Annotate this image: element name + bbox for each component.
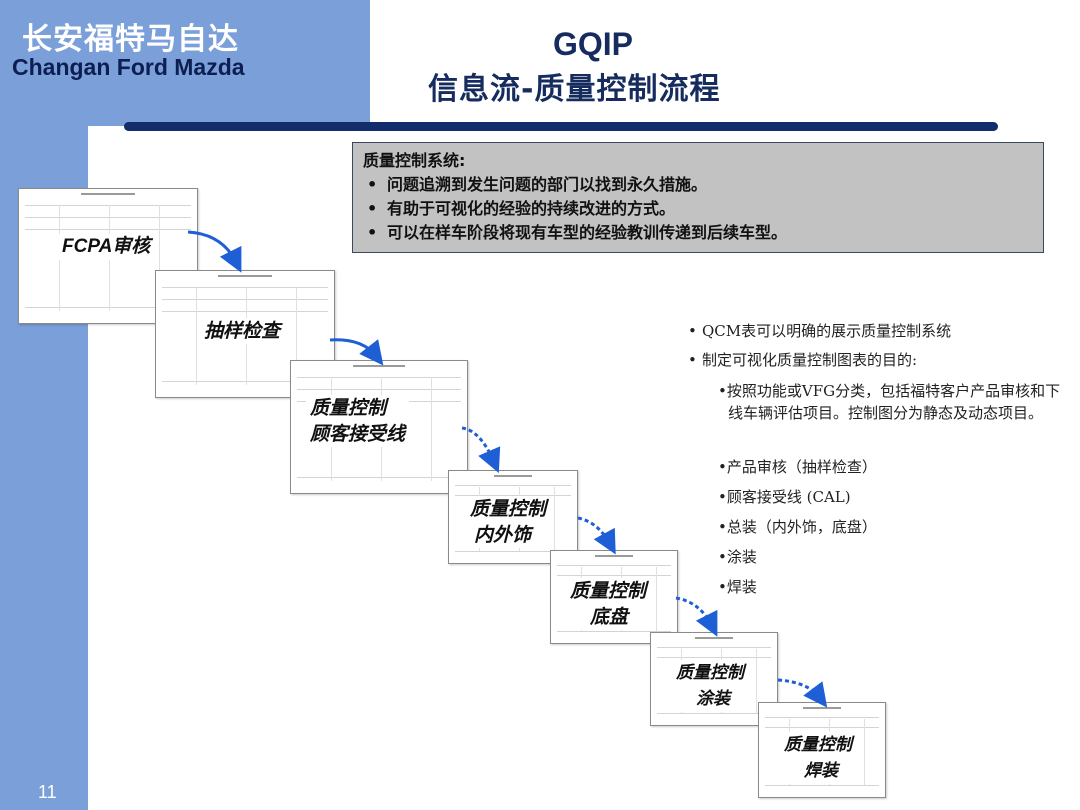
info-box-heading: 质量控制系统: [363,151,466,170]
left-sidebar-band [0,0,88,810]
bullet-item: •制定可视化质量控制图表的目的: [688,351,918,369]
step-label-trim: 质量控制 内外饰 [466,496,551,548]
arrow-sampling-to-cal [329,338,384,366]
arrow-paint-to-body [777,678,828,708]
arrow-chassis-to-paint [675,596,718,637]
slide-title-english: GQIP [553,26,634,62]
slide-title-chinese: 信息流-质量控制流程 [428,72,721,107]
step-label-chassis: 质量控制 底盘 [566,578,651,630]
sub-bullet-item: •总装（内外饰，底盘） [718,518,877,536]
sub-bullet-item: •按照功能或VFG分类，包括福特客户产品审核和下线车辆评估项目。控制图分为静态及… [718,382,1061,422]
bullet-item: •QCM表可以明确的展示质量控制系统 [688,322,952,340]
sub-bullet-item: •产品审核（抽样检查） [718,458,877,476]
quality-control-system-box: 质量控制系统: •问题追溯到发生问题的部门以找到永久措施。 •有助于可视化的经验… [352,142,1044,253]
sub-bullet-item: •顾客接受线 (CAL) [718,488,851,506]
step-label-sampling: 抽样检查 [200,318,285,344]
brand-header-band [0,0,370,126]
title-underline-rule [124,122,998,131]
step-label-paint: 质量控制 涂装 [672,660,748,712]
info-box-bullet: •问题追溯到发生问题的部门以找到永久措施。 [367,175,708,194]
brand-name-chinese: 长安福特马自达 [22,22,239,57]
brand-name-english: Changan Ford Mazda [12,54,245,80]
info-box-bullet: •有助于可视化的经验的持续改进的方式。 [367,199,676,218]
page-number: 11 [38,782,57,802]
info-box-bullet: •可以在样车阶段将现有车型的经验教训传递到后续车型。 [367,223,788,242]
step-label-body: 质量控制 焊装 [780,732,856,784]
sub-bullet-item: •涂装 [718,548,757,566]
step-label-fcpa: FCPA审核 [58,234,155,260]
sub-bullet-item: •焊装 [718,578,757,596]
step-label-cal: 质量控制 顾客接受线 [306,395,410,447]
arrow-trim-to-chassis [577,516,616,555]
